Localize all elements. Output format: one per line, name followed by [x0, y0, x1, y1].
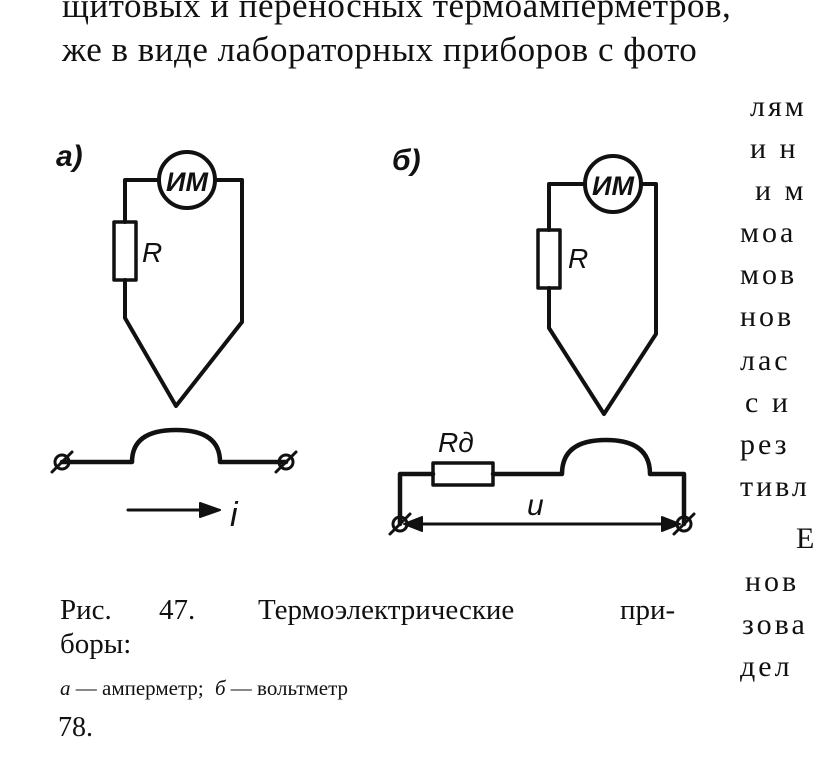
- right-fragment-13: зова: [742, 608, 808, 641]
- legend-key-b: б: [214, 676, 226, 700]
- wire-b-thermocouple: [547, 182, 658, 416]
- right-fragment-4: моа: [740, 216, 797, 249]
- terminal-b-left-stroke: [388, 512, 412, 536]
- right-fragment-9: рез: [740, 428, 790, 461]
- right-fragment-8: с и: [745, 386, 791, 419]
- caption-number: 47.: [159, 594, 196, 626]
- diagram-a: [50, 150, 298, 518]
- resistor-a: [112, 220, 138, 282]
- heater-a: [59, 427, 289, 465]
- resistor-rd-label: Rд: [438, 427, 474, 458]
- voltage-label: u: [527, 489, 544, 522]
- current-label: i: [230, 496, 239, 534]
- label-b: б): [392, 144, 421, 177]
- wire-b-left-top: [547, 182, 587, 232]
- current-arrow-head: [199, 502, 221, 518]
- right-fragment-14: дел: [740, 650, 793, 683]
- voltage-arrow-head-left: [403, 516, 423, 532]
- legend-text-a: — амперметр;: [70, 676, 204, 700]
- right-fragment-7: лас: [740, 344, 791, 377]
- right-fragment-10: тивл: [740, 470, 810, 503]
- resistor-b: [536, 228, 562, 290]
- legend-key-a: а: [60, 676, 71, 700]
- resistor-rd: [431, 461, 495, 487]
- meter-b-label: ИМ: [592, 171, 634, 201]
- right-fragment-3: и м: [755, 174, 807, 207]
- right-fragment-2: и н: [750, 132, 799, 165]
- caption-word-ris: Рис.: [60, 594, 112, 626]
- caption-title: Термоэлектрические: [258, 594, 515, 626]
- caption-hyphen-end: при-: [620, 594, 676, 626]
- resistor-a-label: R: [142, 237, 162, 268]
- legend-text-b: — вольтметр: [225, 676, 349, 700]
- text-line-1: щитовых и переносных термоамперметров,: [62, 0, 732, 25]
- resistor-b-label: R: [568, 243, 588, 274]
- terminal-b-right-stroke: [672, 512, 696, 536]
- terminal-a-left: [53, 453, 71, 471]
- page-number: 78.: [58, 712, 93, 743]
- terminal-a-right-stroke: [274, 450, 298, 474]
- terminal-a-left-stroke: [50, 450, 74, 474]
- wire-a-thermocouple: [123, 178, 244, 408]
- wire-a-left-top: [123, 178, 161, 224]
- right-fragment-5: мов: [740, 258, 798, 291]
- right-fragment-6: нов: [740, 300, 795, 333]
- right-fragment-1: лям: [750, 90, 807, 123]
- terminal-b-left: [391, 515, 409, 533]
- caption-line-2: боры:: [60, 628, 132, 660]
- voltage-arrow-head-right: [661, 516, 681, 532]
- label-a: а): [56, 140, 83, 173]
- heater-b: [397, 437, 687, 527]
- terminal-a-right: [277, 453, 295, 471]
- terminal-b-right: [675, 515, 693, 533]
- caption-legend: а — амперметр; б — вольтметр: [60, 676, 348, 701]
- right-fragment-12: нов: [745, 565, 800, 598]
- right-fragment-11: Е: [796, 522, 816, 555]
- text-line-2: же в виде лабораторных приборов с фото: [62, 30, 698, 69]
- meter-a-label: ИМ: [166, 167, 208, 197]
- diagram-b: [388, 154, 696, 536]
